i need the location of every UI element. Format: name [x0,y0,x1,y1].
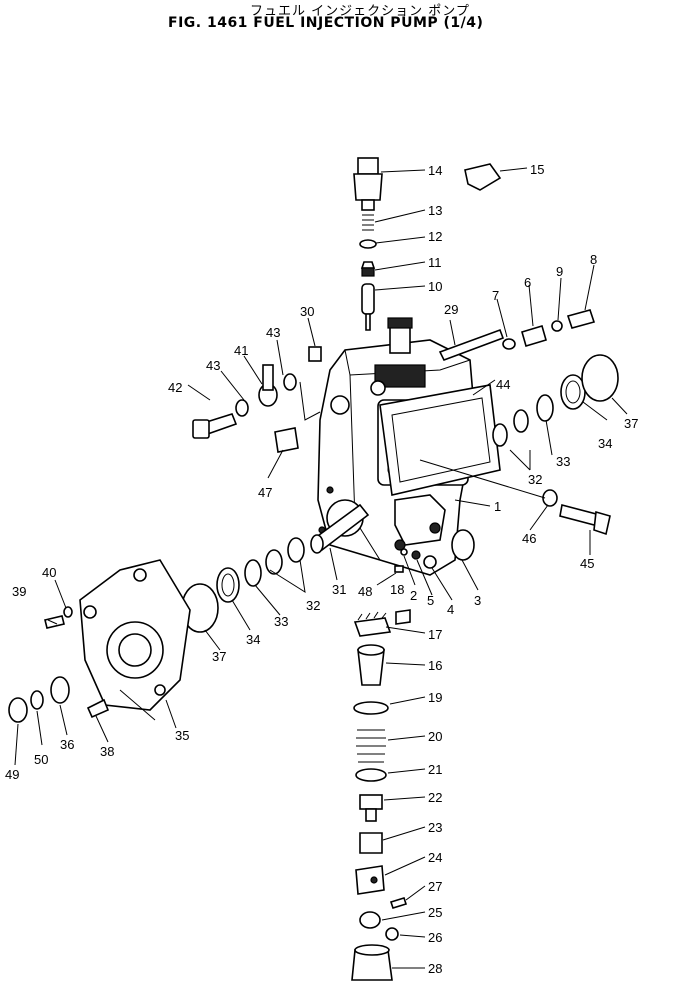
callout-12: 12 [428,229,442,244]
callout-46: 46 [522,531,536,546]
washer-7 [502,338,516,350]
plunger-stack [351,611,408,981]
washer-33-right [536,394,554,422]
callout-2: 2 [410,588,417,603]
callout-29: 29 [444,302,458,317]
screw-38 [86,698,110,719]
screw-18 [395,609,411,625]
callout-5: 5 [427,593,434,608]
cap-47 [274,427,299,453]
callout-32a: 32 [306,598,320,613]
washer-5 [411,550,421,560]
delivery-valve-stack [353,157,383,331]
callout-44: 44 [496,377,510,392]
callout-36: 36 [60,737,74,752]
callout-45: 45 [580,556,594,571]
callout-20: 20 [428,729,442,744]
callout-23: 23 [428,820,442,835]
washer-43-right [283,373,297,391]
bearing-34-left [216,567,240,603]
callout-37a: 37 [212,649,226,664]
callout-32b: 32 [528,472,542,487]
nut-49 [8,697,28,723]
pin-48 [394,565,404,573]
callout-47: 47 [258,485,272,500]
callout-19: 19 [428,690,442,705]
callout-50: 50 [34,752,48,767]
callout-43a: 43 [206,358,220,373]
callout-28: 28 [428,961,442,976]
seal-2 [400,548,408,556]
callout-33b: 33 [556,454,570,469]
callout-8: 8 [590,252,597,267]
gasket-44 [379,384,501,496]
callout-43b: 43 [266,325,280,340]
callout-17: 17 [428,627,442,642]
callout-1: 1 [494,499,501,514]
callout-30: 30 [300,304,314,319]
callout-14: 14 [428,163,442,178]
o-ring-37-right [581,354,619,402]
fitting-6 [521,325,547,347]
diagram-title-japanese: フュエル インジェクション ポンプ [250,4,470,19]
callout-24: 24 [428,850,442,865]
screw-30 [308,346,322,362]
callout-41: 41 [234,343,248,358]
o-ring-3 [451,529,475,561]
diagram-title: FIG. 1461 FUEL INJECTION PUMP (1/4) [168,15,484,31]
callout-13: 13 [428,203,442,218]
nut-36 [50,676,70,704]
washer-33-left [244,559,262,587]
washer-43-left [235,399,249,417]
shim-32-left-a [287,537,305,563]
callout-39: 39 [12,584,26,599]
callout-18: 18 [390,582,404,597]
callout-6: 6 [524,275,531,290]
washer-9 [551,320,563,332]
callout-34a: 34 [246,632,260,647]
lever-29 [438,328,505,362]
callout-49: 49 [5,767,19,782]
cover-35 [79,559,191,711]
shim-32b [513,409,529,433]
nut-4 [423,555,437,569]
callout-42: 42 [168,380,182,395]
callout-21: 21 [428,762,442,777]
callout-26: 26 [428,930,442,945]
callout-35: 35 [175,728,189,743]
shim-32-left-b [265,549,283,575]
leader-lines [14,167,628,969]
callout-48: 48 [358,584,372,599]
plug-8 [566,309,596,329]
callout-10: 10 [428,279,442,294]
callout-15: 15 [530,162,544,177]
callout-7: 7 [492,288,499,303]
callout-27: 27 [428,879,442,894]
washer-40 [63,606,73,618]
washer-50 [30,690,44,710]
callout-labels: 1 2 3 4 5 6 7 8 9 10 11 12 13 14 15 16 1… [5,162,638,976]
callout-38: 38 [100,744,114,759]
callout-3: 3 [474,593,481,608]
callout-40: 40 [42,565,56,580]
callout-25: 25 [428,905,442,920]
shim-32a [492,423,508,447]
washer-46 [542,489,558,507]
shaft-31 [310,503,370,554]
callout-11: 11 [428,255,442,270]
callout-22: 22 [428,790,442,805]
callout-4: 4 [447,602,454,617]
callout-31: 31 [332,582,346,597]
callout-33a: 33 [274,614,288,629]
callout-9: 9 [556,264,563,279]
screw-39 [44,615,65,629]
clamp-15 [464,163,502,191]
callout-34b: 34 [598,436,612,451]
callout-16: 16 [428,658,442,673]
callout-37b: 37 [624,416,638,431]
